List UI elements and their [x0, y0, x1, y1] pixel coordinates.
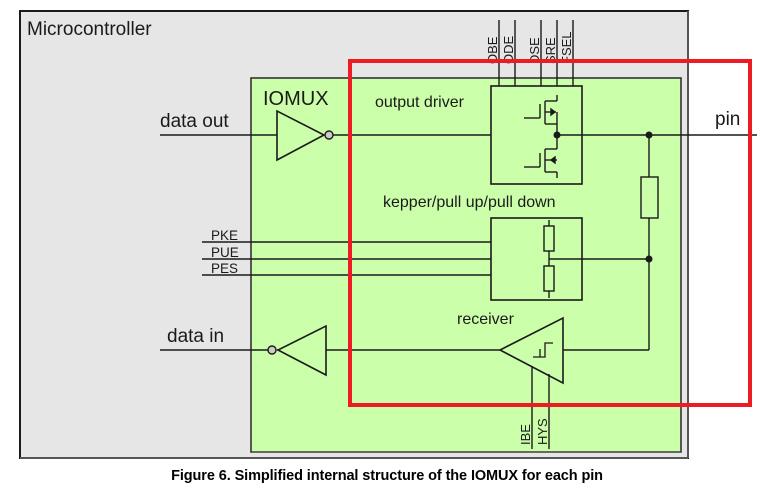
iomux-block	[250, 77, 682, 453]
hysteresis-icon	[533, 342, 553, 358]
data-out-label: data out	[160, 111, 229, 132]
input-inverter	[276, 324, 327, 377]
signal-pue: PUE	[211, 245, 239, 260]
signal-obe: OBE	[485, 36, 500, 64]
keeper-label: kepper/pull up/pull down	[383, 194, 556, 211]
signal-dse: DSE	[527, 37, 542, 64]
signal-sre: SRE	[543, 37, 558, 64]
pull-up-resistor	[543, 225, 555, 252]
output-inverter	[276, 109, 326, 162]
signal-fsel: FSEL	[559, 31, 574, 64]
figure-caption: Figure 6. Simplified internal structure …	[171, 468, 603, 484]
data-in-label: data in	[167, 326, 224, 347]
series-resistor	[640, 176, 659, 219]
signal-hys: HYS	[535, 418, 550, 445]
signal-pke: PKE	[211, 228, 238, 243]
output-inverter-bubble	[324, 130, 334, 140]
output-driver-label: output driver	[375, 94, 465, 111]
signal-pes: PES	[211, 261, 238, 276]
iomux-label: IOMUX	[263, 88, 329, 110]
signal-ibe: IBE	[518, 424, 533, 445]
pmos-transistor	[524, 95, 558, 135]
microcontroller-label: Microcontroller	[27, 19, 152, 40]
receiver-label: receiver	[457, 311, 515, 328]
input-inverter-bubble	[267, 345, 277, 355]
pull-down-resistor	[543, 265, 555, 292]
pin-label: pin	[715, 109, 740, 130]
highlight-rectangle	[348, 59, 752, 407]
signal-ode: ODE	[501, 36, 516, 65]
